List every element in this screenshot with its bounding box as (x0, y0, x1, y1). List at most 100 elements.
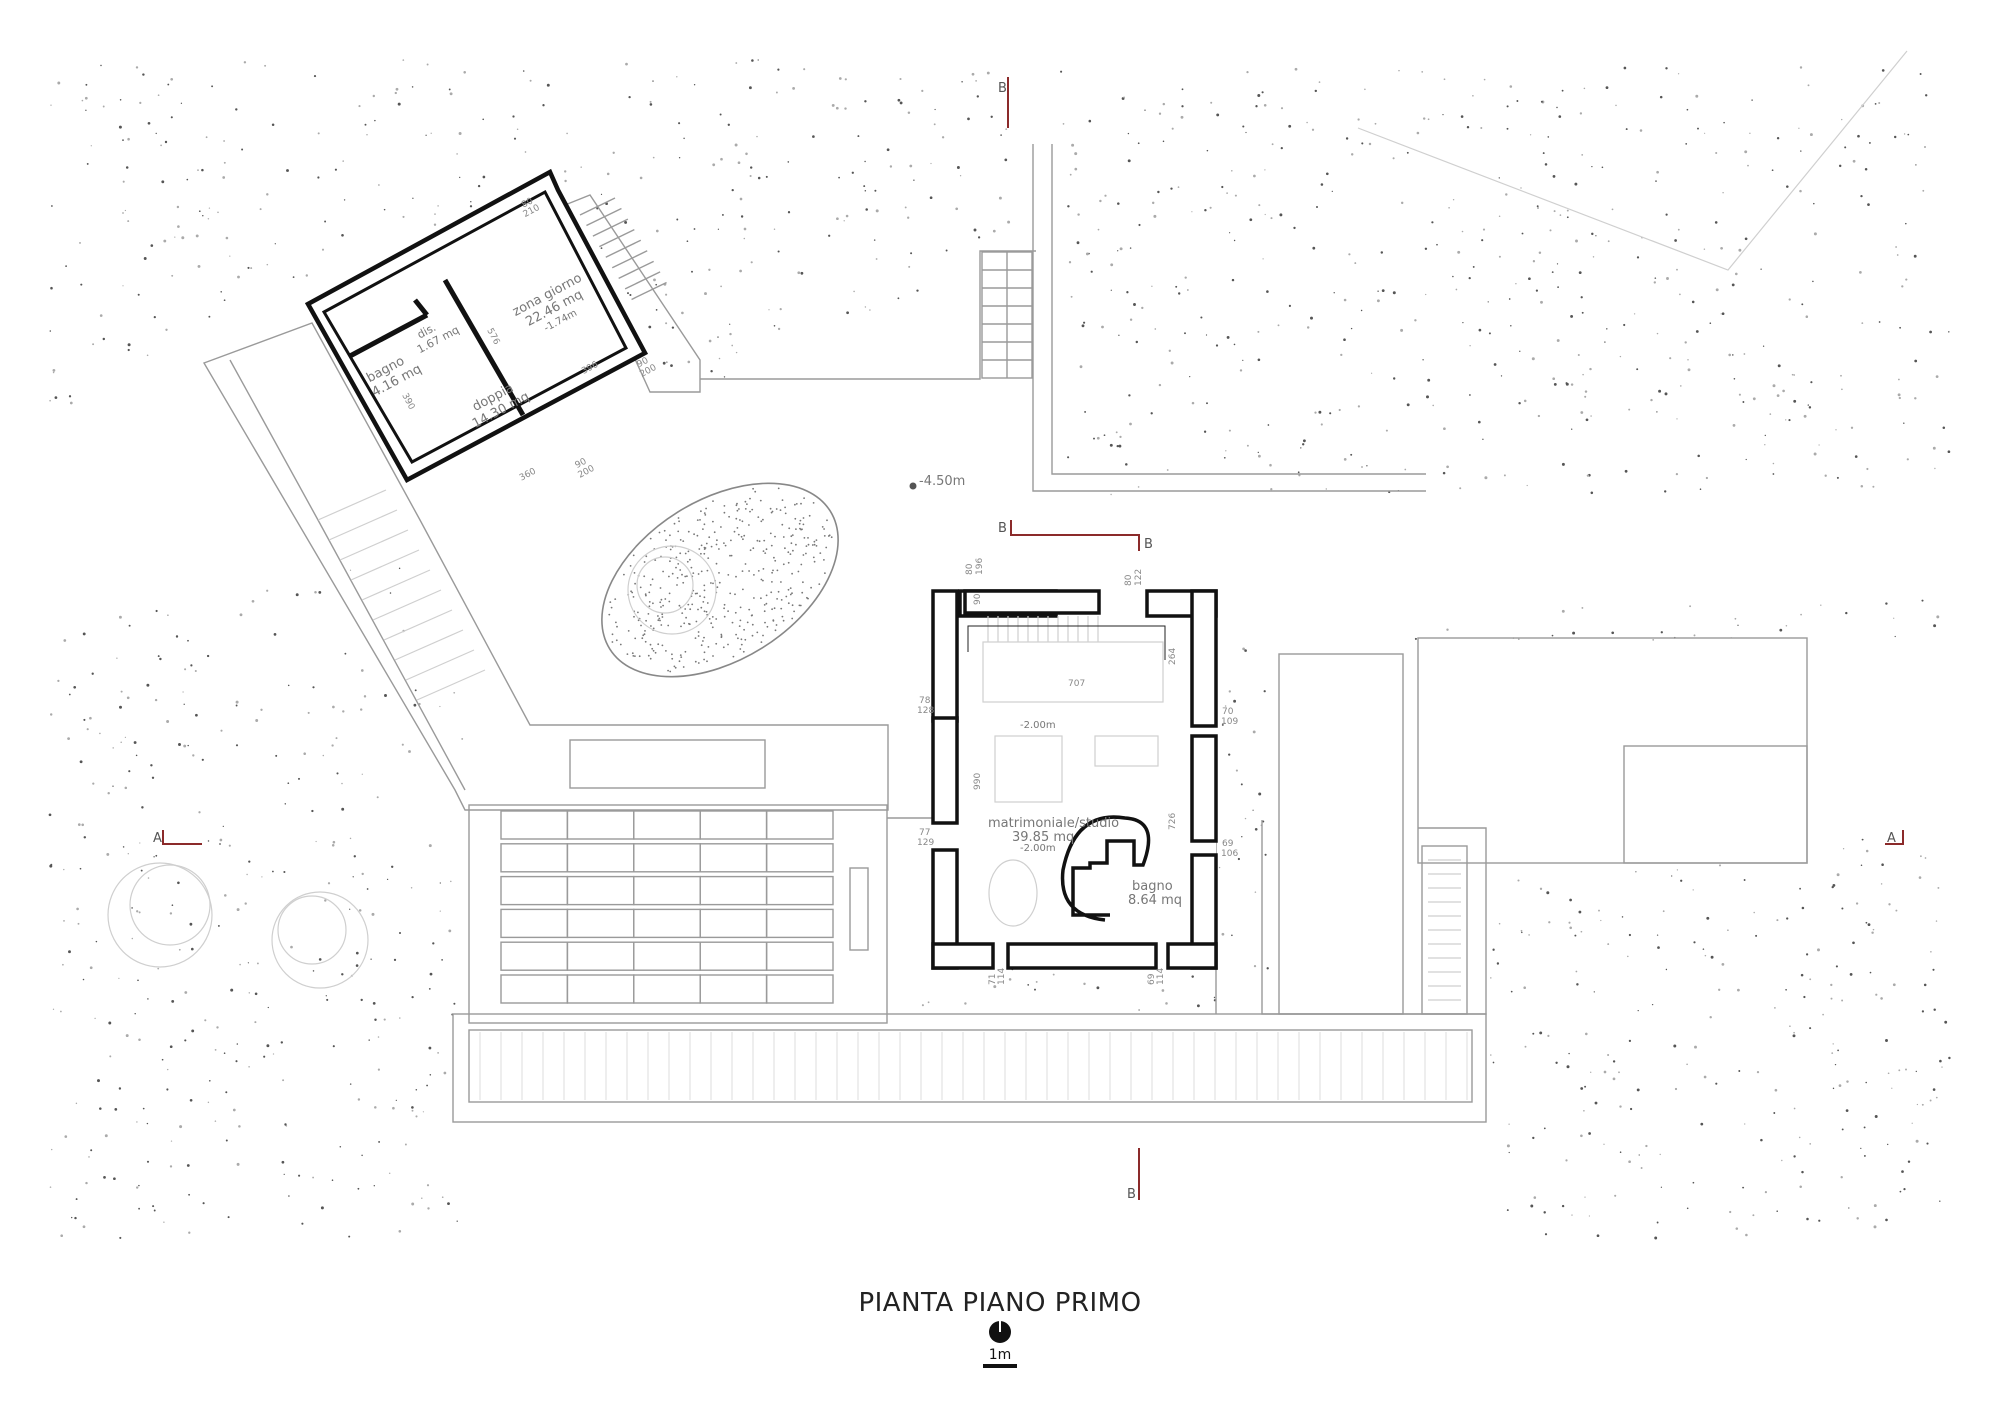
terrain-outline (1357, 50, 1908, 271)
stipple-dot (349, 569, 352, 571)
stipple-dot (1799, 887, 1801, 890)
stipple-dot (207, 840, 210, 842)
stipple-dot (1500, 375, 1503, 377)
stipple-dot (668, 592, 671, 595)
stipple-dot (727, 123, 730, 126)
stipple-dot (197, 264, 201, 268)
planter (765, 908, 834, 939)
planter (765, 941, 834, 971)
stipple-dot (1687, 359, 1689, 361)
stipple-dot (147, 877, 150, 879)
stipple-dot (803, 68, 806, 71)
stipple-dot (973, 228, 977, 232)
stipple-dot (706, 602, 709, 604)
stipple-dot (757, 570, 760, 572)
tree (107, 862, 213, 968)
stipple-dot (128, 624, 131, 627)
stipple-dot (1619, 1105, 1622, 1108)
stipple-dot (1831, 1052, 1834, 1054)
lower-building: -2.00m matrimoniale/studio 39.85 mq -2.0… (917, 558, 1238, 985)
stipple-dot (235, 704, 238, 707)
stipple-dot (184, 1039, 187, 1042)
stipple-dot (1897, 393, 1901, 397)
ramp-step (361, 569, 431, 601)
stipple-dot (1806, 1217, 1809, 1221)
stipple-dot (1779, 628, 1783, 632)
stipple-dot (1498, 922, 1501, 925)
stipple-dot (1206, 149, 1209, 152)
stipple-dot (723, 607, 725, 610)
stipple-dot (813, 560, 816, 563)
stipple-dot (248, 860, 251, 863)
stipple-dot (1841, 118, 1843, 121)
stipple-dot (360, 669, 364, 672)
stipple-dot (85, 83, 88, 86)
stair-tread (605, 239, 642, 258)
stipple-dot (1448, 206, 1450, 209)
dimension: 70 (1222, 707, 1234, 717)
stipple-dot (564, 179, 567, 183)
stipple-dot (157, 94, 160, 97)
stipple-dot (204, 1019, 207, 1022)
stipple-dot (1941, 1066, 1943, 1068)
stipple-dot (691, 603, 694, 606)
stipple-dot (683, 622, 686, 625)
stipple-dot (1586, 474, 1590, 477)
stipple-dot (261, 876, 263, 878)
stipple-dot (671, 326, 675, 329)
stipple-dot (1752, 1214, 1755, 1217)
stipple-dot (1813, 232, 1817, 236)
stipple-dot (711, 626, 714, 629)
stipple-dot (1753, 911, 1755, 914)
stipple-dot (414, 689, 417, 692)
stipple-dot (1472, 265, 1475, 268)
stipple-dot (453, 1002, 456, 1005)
stipple-dot (775, 91, 778, 94)
stipple-dot (675, 556, 678, 559)
ramp-step (416, 669, 486, 701)
stipple-dot (748, 608, 751, 611)
stipple-dot (627, 630, 630, 632)
stipple-dot (171, 999, 175, 1003)
dimension: 78 (919, 696, 931, 706)
stipple-dot (1880, 883, 1883, 885)
stipple-dot (1254, 891, 1257, 893)
stipple-dot (1175, 285, 1178, 288)
desk (1094, 735, 1159, 767)
stipple-dot (1894, 635, 1896, 638)
stipple-dot (89, 966, 93, 970)
stipple-dot (787, 551, 790, 554)
stair (1421, 845, 1468, 1015)
stipple-dot (1603, 1143, 1605, 1145)
stipple-dot (219, 838, 223, 842)
stipple-dot (244, 902, 247, 905)
stipple-dot (68, 395, 72, 398)
stipple-dot (1570, 383, 1574, 386)
stipple-dot (851, 171, 854, 174)
stipple-dot (1288, 304, 1291, 307)
stipple-dot (1710, 955, 1714, 959)
stipple-dot (161, 1058, 164, 1061)
stipple-dot (1226, 335, 1230, 339)
stipple-dot (844, 107, 847, 110)
stipple-dot (1744, 237, 1748, 241)
dimension: 360 (518, 466, 538, 483)
planter (765, 843, 834, 873)
stipple-dot (1580, 1087, 1584, 1090)
stipple-dot (807, 543, 810, 546)
stipple-dot (448, 929, 452, 933)
stipple-dot (292, 276, 295, 278)
stipple-dot (649, 100, 652, 103)
stipple-dot (1137, 142, 1140, 145)
stipple-dot (993, 985, 997, 989)
stipple-dot (266, 263, 269, 266)
stipple-dot (1280, 146, 1283, 150)
stipple-dot (1914, 397, 1917, 400)
stipple-dot (477, 184, 481, 188)
stipple-dot (671, 572, 674, 575)
ramp-step (383, 609, 453, 641)
stipple-dot (1614, 1194, 1617, 1197)
stipple-dot (1523, 986, 1526, 989)
stipple-dot (1685, 143, 1688, 145)
stipple-dot (824, 572, 826, 574)
